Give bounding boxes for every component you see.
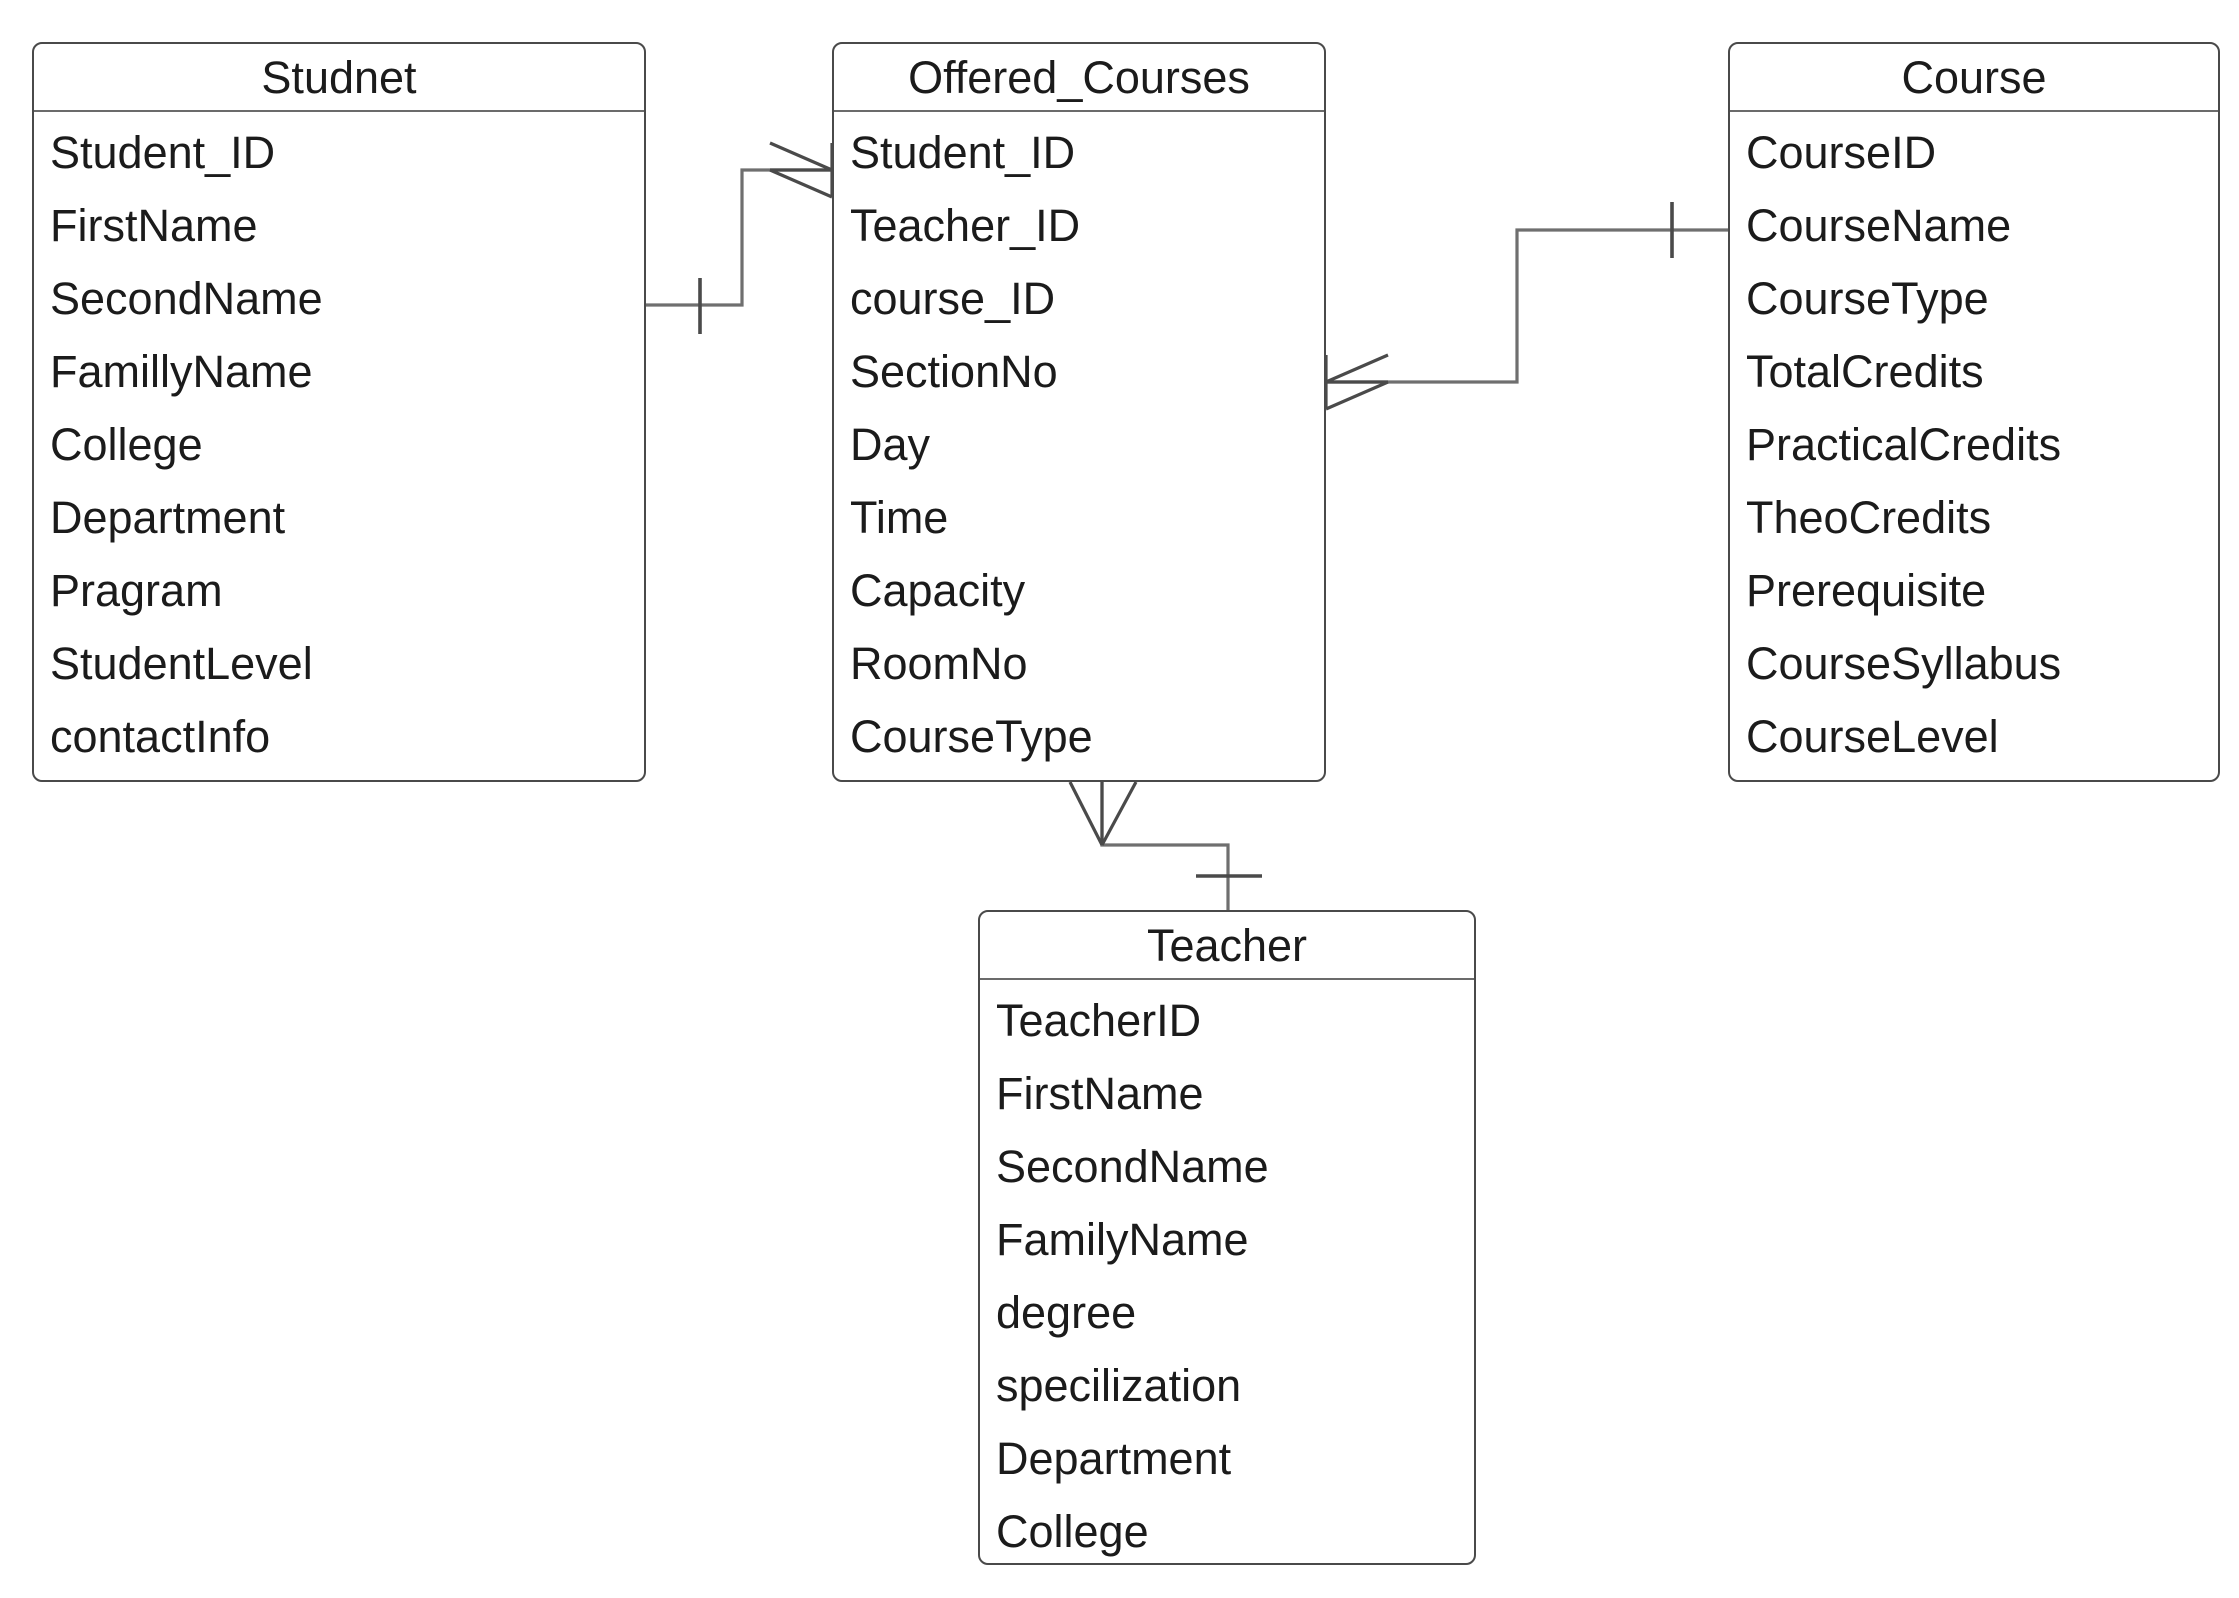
attribute-row: PracticalCredits	[1746, 419, 2062, 470]
entity-title-teacher: Teacher	[980, 912, 1474, 980]
attribute-row: SectionNo	[850, 346, 1058, 397]
entity-title-course: Course	[1730, 44, 2218, 112]
attribute-row: StudentLevel	[50, 638, 313, 689]
attribute-list-course: CourseID CourseName CourseType TotalCred…	[1730, 112, 2218, 781]
attribute-row: FamillyName	[50, 346, 313, 397]
attribute-row: CourseLevel	[1746, 711, 1999, 762]
attribute-row: CourseName	[1746, 200, 2012, 251]
attribute-list-offered-courses: Student_ID Teacher_ID course_ID SectionN…	[834, 112, 1324, 781]
attribute-row: Pragram	[50, 565, 223, 616]
attribute-row: TeacherID	[996, 995, 1202, 1046]
attribute-row: contactInfo	[50, 711, 271, 762]
relationship-studnet-offered-courses	[646, 141, 834, 334]
attribute-row: College	[996, 1506, 1149, 1557]
attribute-row: TheoCredits	[1746, 492, 1992, 543]
relationship-offered-courses-course	[1324, 202, 1728, 411]
entity-teacher[interactable]: Teacher TeacherID FirstName SecondName F…	[978, 910, 1476, 1565]
attribute-row: Department	[50, 492, 286, 543]
attribute-list-teacher: TeacherID FirstName SecondName FamilyNam…	[980, 980, 1474, 1576]
attribute-row: SecondName	[996, 1141, 1269, 1192]
entity-studnet[interactable]: Studnet Student_ID FirstName SecondName …	[32, 42, 646, 782]
attribute-row: Capacity	[850, 565, 1026, 616]
entity-title-offered-courses: Offered_Courses	[834, 44, 1324, 112]
attribute-row: CourseID	[1746, 127, 1937, 178]
entity-title-studnet: Studnet	[34, 44, 644, 112]
attribute-row: CourseType	[850, 711, 1093, 762]
crowsfoot-offered-courses-course	[1324, 353, 1389, 411]
attribute-row: College	[50, 419, 203, 470]
attribute-row: SecondName	[50, 273, 323, 324]
crowsfoot-offered-courses-student	[769, 141, 834, 199]
attribute-row: RoomNo	[850, 638, 1028, 689]
attribute-row: course_ID	[850, 273, 1056, 324]
attribute-row: Department	[996, 1433, 1232, 1484]
attribute-row: TotalCredits	[1746, 346, 1984, 397]
crowsfoot-offered-courses-teacher	[1068, 781, 1138, 846]
attribute-row: FirstName	[996, 1068, 1204, 1119]
entity-course[interactable]: Course CourseID CourseName CourseType To…	[1728, 42, 2220, 782]
attribute-row: Prerequisite	[1746, 565, 1987, 616]
attribute-row: Time	[850, 492, 949, 543]
attribute-row: Student_ID	[50, 127, 276, 178]
attribute-row: FamilyName	[996, 1214, 1249, 1265]
relationship-offered-courses-teacher	[1068, 781, 1262, 910]
attribute-row: Teacher_ID	[850, 200, 1081, 251]
attribute-row: Student_ID	[850, 127, 1076, 178]
entity-offered-courses[interactable]: Offered_Courses Student_ID Teacher_ID co…	[832, 42, 1326, 782]
attribute-row: specilization	[996, 1360, 1242, 1411]
attribute-row: CourseSyllabus	[1746, 638, 2062, 689]
attribute-row: degree	[996, 1287, 1137, 1338]
attribute-row: CourseType	[1746, 273, 1989, 324]
attribute-list-studnet: Student_ID FirstName SecondName FamillyN…	[34, 112, 644, 781]
attribute-row: FirstName	[50, 200, 258, 251]
attribute-row: Day	[850, 419, 931, 470]
